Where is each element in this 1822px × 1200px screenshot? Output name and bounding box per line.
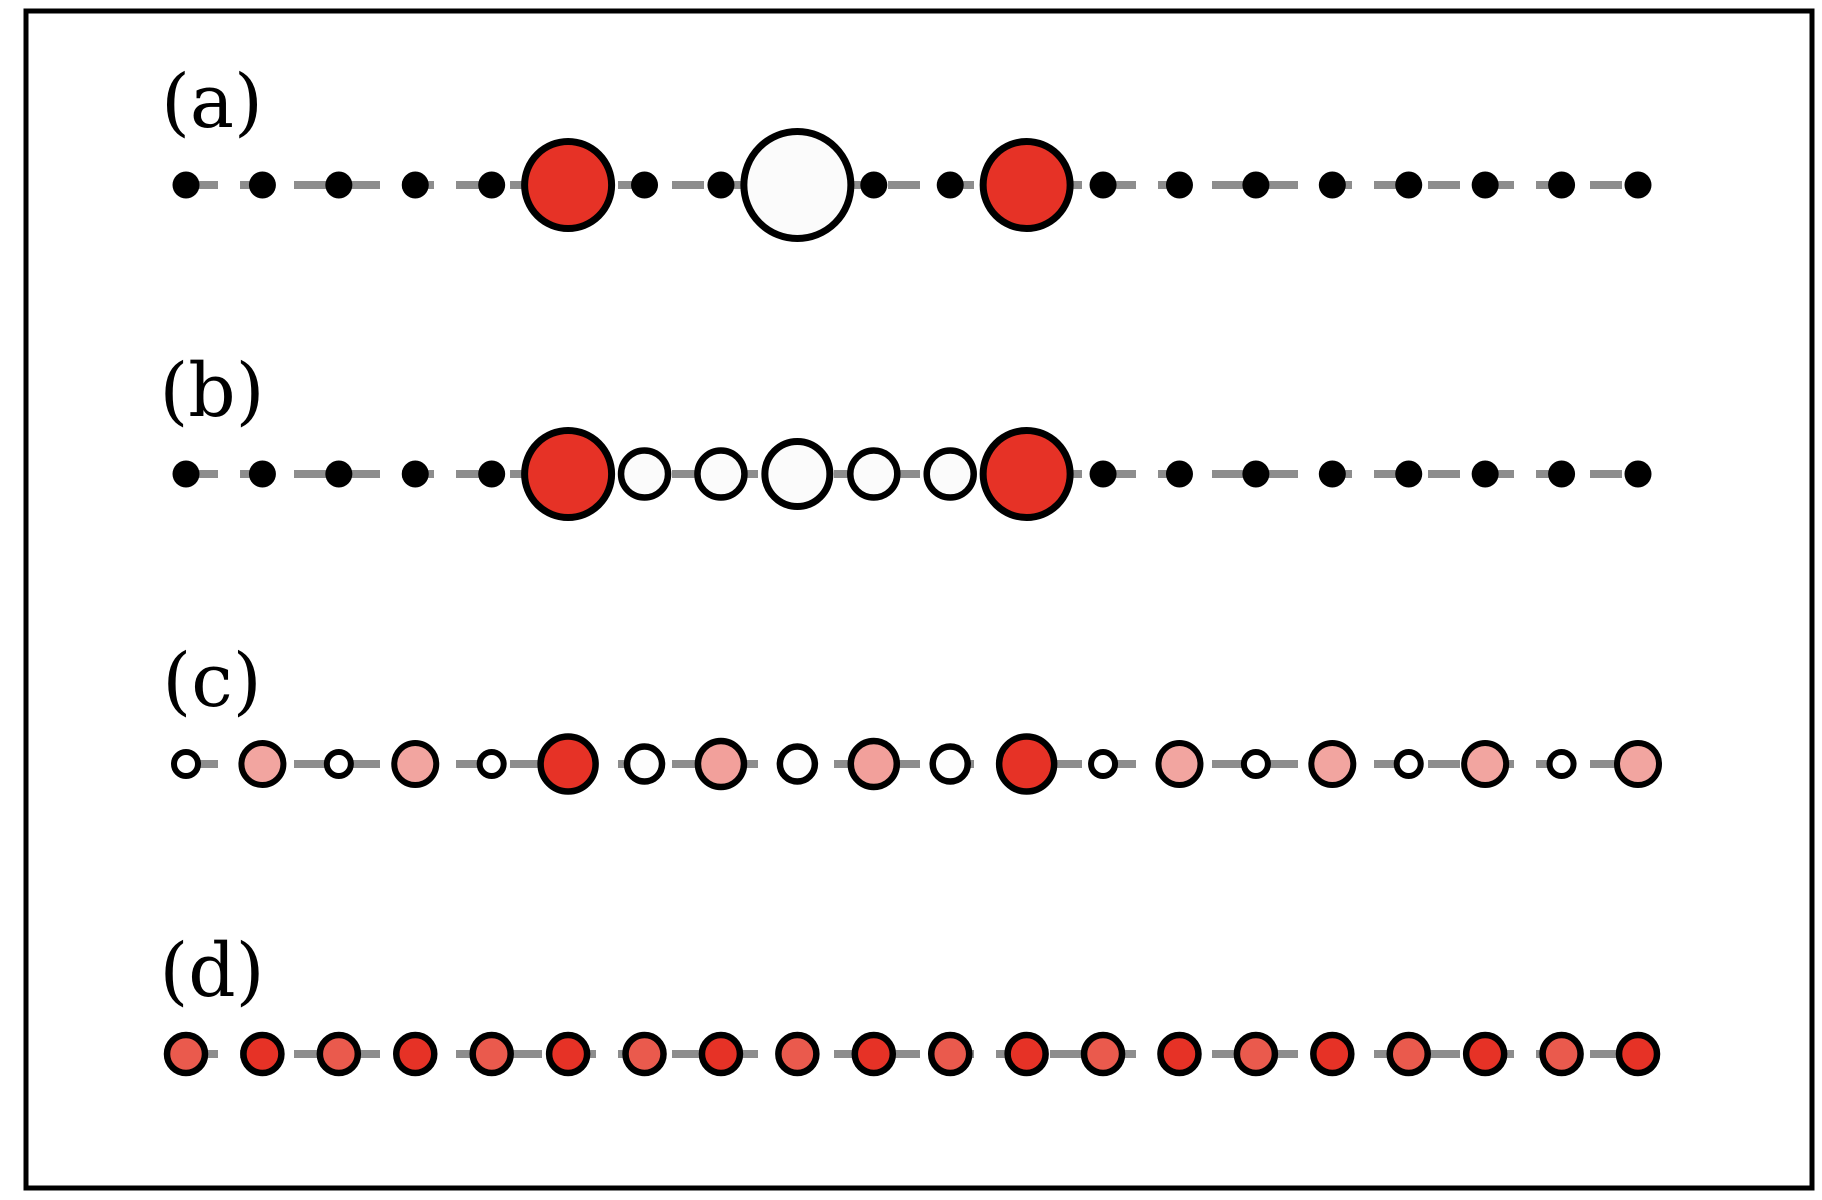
lattice-site-c-7: [623, 743, 666, 785]
lattice-site-a-5: [478, 171, 506, 199]
lattice-site-b-16: [1318, 460, 1346, 488]
lattice-site-d-9: [775, 1031, 820, 1077]
lattice-site-a-6: [521, 138, 616, 232]
lattice-site-d-20: [1615, 1031, 1661, 1077]
lattice-site-d-18: [1462, 1031, 1508, 1077]
lattice-site-a-13: [1089, 171, 1117, 199]
lattice-site-b-19: [1548, 460, 1576, 488]
lattice-site-c-5: [476, 749, 507, 779]
lattice-site-d-17: [1386, 1031, 1431, 1077]
lattice-site-a-12: [979, 138, 1074, 232]
lattice-site-d-3: [316, 1031, 362, 1077]
lattice-site-c-18: [1461, 740, 1510, 788]
lattice-site-d-1: [163, 1031, 209, 1077]
lattice-site-d-8: [698, 1031, 744, 1077]
lattice-site-c-6: [537, 733, 599, 795]
lattice-site-a-19: [1548, 171, 1576, 199]
lattice-site-c-19: [1546, 749, 1577, 779]
lattice-site-a-15: [1242, 171, 1270, 199]
lattice-site-c-2: [238, 740, 287, 788]
lattice-site-a-9: [740, 128, 855, 242]
lattice-site-b-11: [923, 447, 977, 501]
lattice-site-d-10: [851, 1031, 897, 1077]
lattice-site-b-14: [1165, 460, 1193, 488]
lattice-site-b-20: [1624, 460, 1652, 488]
lattice-site-b-15: [1242, 460, 1270, 488]
lattice-site-a-4: [401, 171, 429, 199]
lattice-site-b-18: [1471, 460, 1499, 488]
lattice-site-d-7: [622, 1031, 667, 1077]
row-label-a: (a): [161, 59, 263, 145]
lattice-site-c-20: [1614, 740, 1662, 788]
lattice-site-d-6: [545, 1031, 591, 1077]
lattice-site-c-16: [1308, 740, 1357, 788]
lattice-site-b-4: [401, 460, 429, 488]
lattice-site-d-13: [1080, 1031, 1126, 1077]
lattice-site-a-10: [860, 171, 888, 199]
lattice-site-c-10: [847, 737, 901, 791]
lattice-site-a-7: [631, 171, 659, 199]
lattice-site-c-12: [995, 733, 1058, 795]
lattice-site-a-14: [1165, 171, 1193, 199]
lattice-site-b-5: [478, 460, 506, 488]
lattice-site-c-17: [1393, 749, 1424, 779]
lattice-site-b-13: [1089, 460, 1117, 488]
lattice-site-c-1: [171, 749, 201, 779]
lattice-site-d-14: [1157, 1031, 1202, 1077]
lattice-site-c-15: [1240, 749, 1271, 779]
lattice-site-d-4: [393, 1031, 438, 1077]
lattice-site-c-9: [776, 743, 819, 785]
lattice-site-c-8: [694, 737, 748, 791]
lattice-site-a-20: [1624, 171, 1652, 199]
lattice-site-c-11: [929, 743, 971, 785]
lattice-site-d-11: [927, 1031, 973, 1077]
lattice-site-c-13: [1088, 749, 1119, 779]
lattice-site-d-5: [469, 1031, 514, 1077]
lattice-site-d-19: [1539, 1031, 1584, 1077]
lattice-site-b-6: [521, 427, 616, 521]
lattice-site-a-1: [172, 171, 200, 199]
lattice-site-b-10: [847, 447, 901, 501]
lattice-site-a-16: [1318, 171, 1346, 199]
lattice-site-a-18: [1471, 171, 1499, 199]
lattice-site-d-12: [1004, 1031, 1049, 1077]
row-label-c: (c): [162, 638, 261, 724]
row-label-d: (d): [159, 928, 264, 1014]
lattice-site-b-9: [761, 438, 834, 510]
lattice-site-b-12: [979, 427, 1074, 521]
lattice-site-d-16: [1310, 1031, 1355, 1077]
lattice-site-b-1: [172, 460, 200, 488]
lattice-site-d-2: [240, 1031, 285, 1077]
lattice-site-a-17: [1395, 171, 1423, 199]
lattice-site-b-3: [325, 460, 353, 488]
lattice-site-c-3: [323, 749, 354, 779]
lattice-site-b-7: [617, 447, 672, 501]
lattice-site-b-17: [1395, 460, 1423, 488]
lattice-site-c-4: [391, 740, 440, 788]
lattice-site-a-11: [936, 171, 964, 199]
lattice-site-c-14: [1155, 740, 1204, 788]
lattice-site-b-2: [248, 460, 276, 488]
row-label-b: (b): [159, 348, 264, 434]
lattice-site-a-8: [707, 171, 735, 199]
lattice-site-d-15: [1233, 1031, 1279, 1077]
lattice-site-a-3: [325, 171, 353, 199]
lattice-site-a-2: [248, 171, 276, 199]
lattice-site-b-8: [694, 447, 748, 501]
figure-border: [23, 8, 1815, 1191]
